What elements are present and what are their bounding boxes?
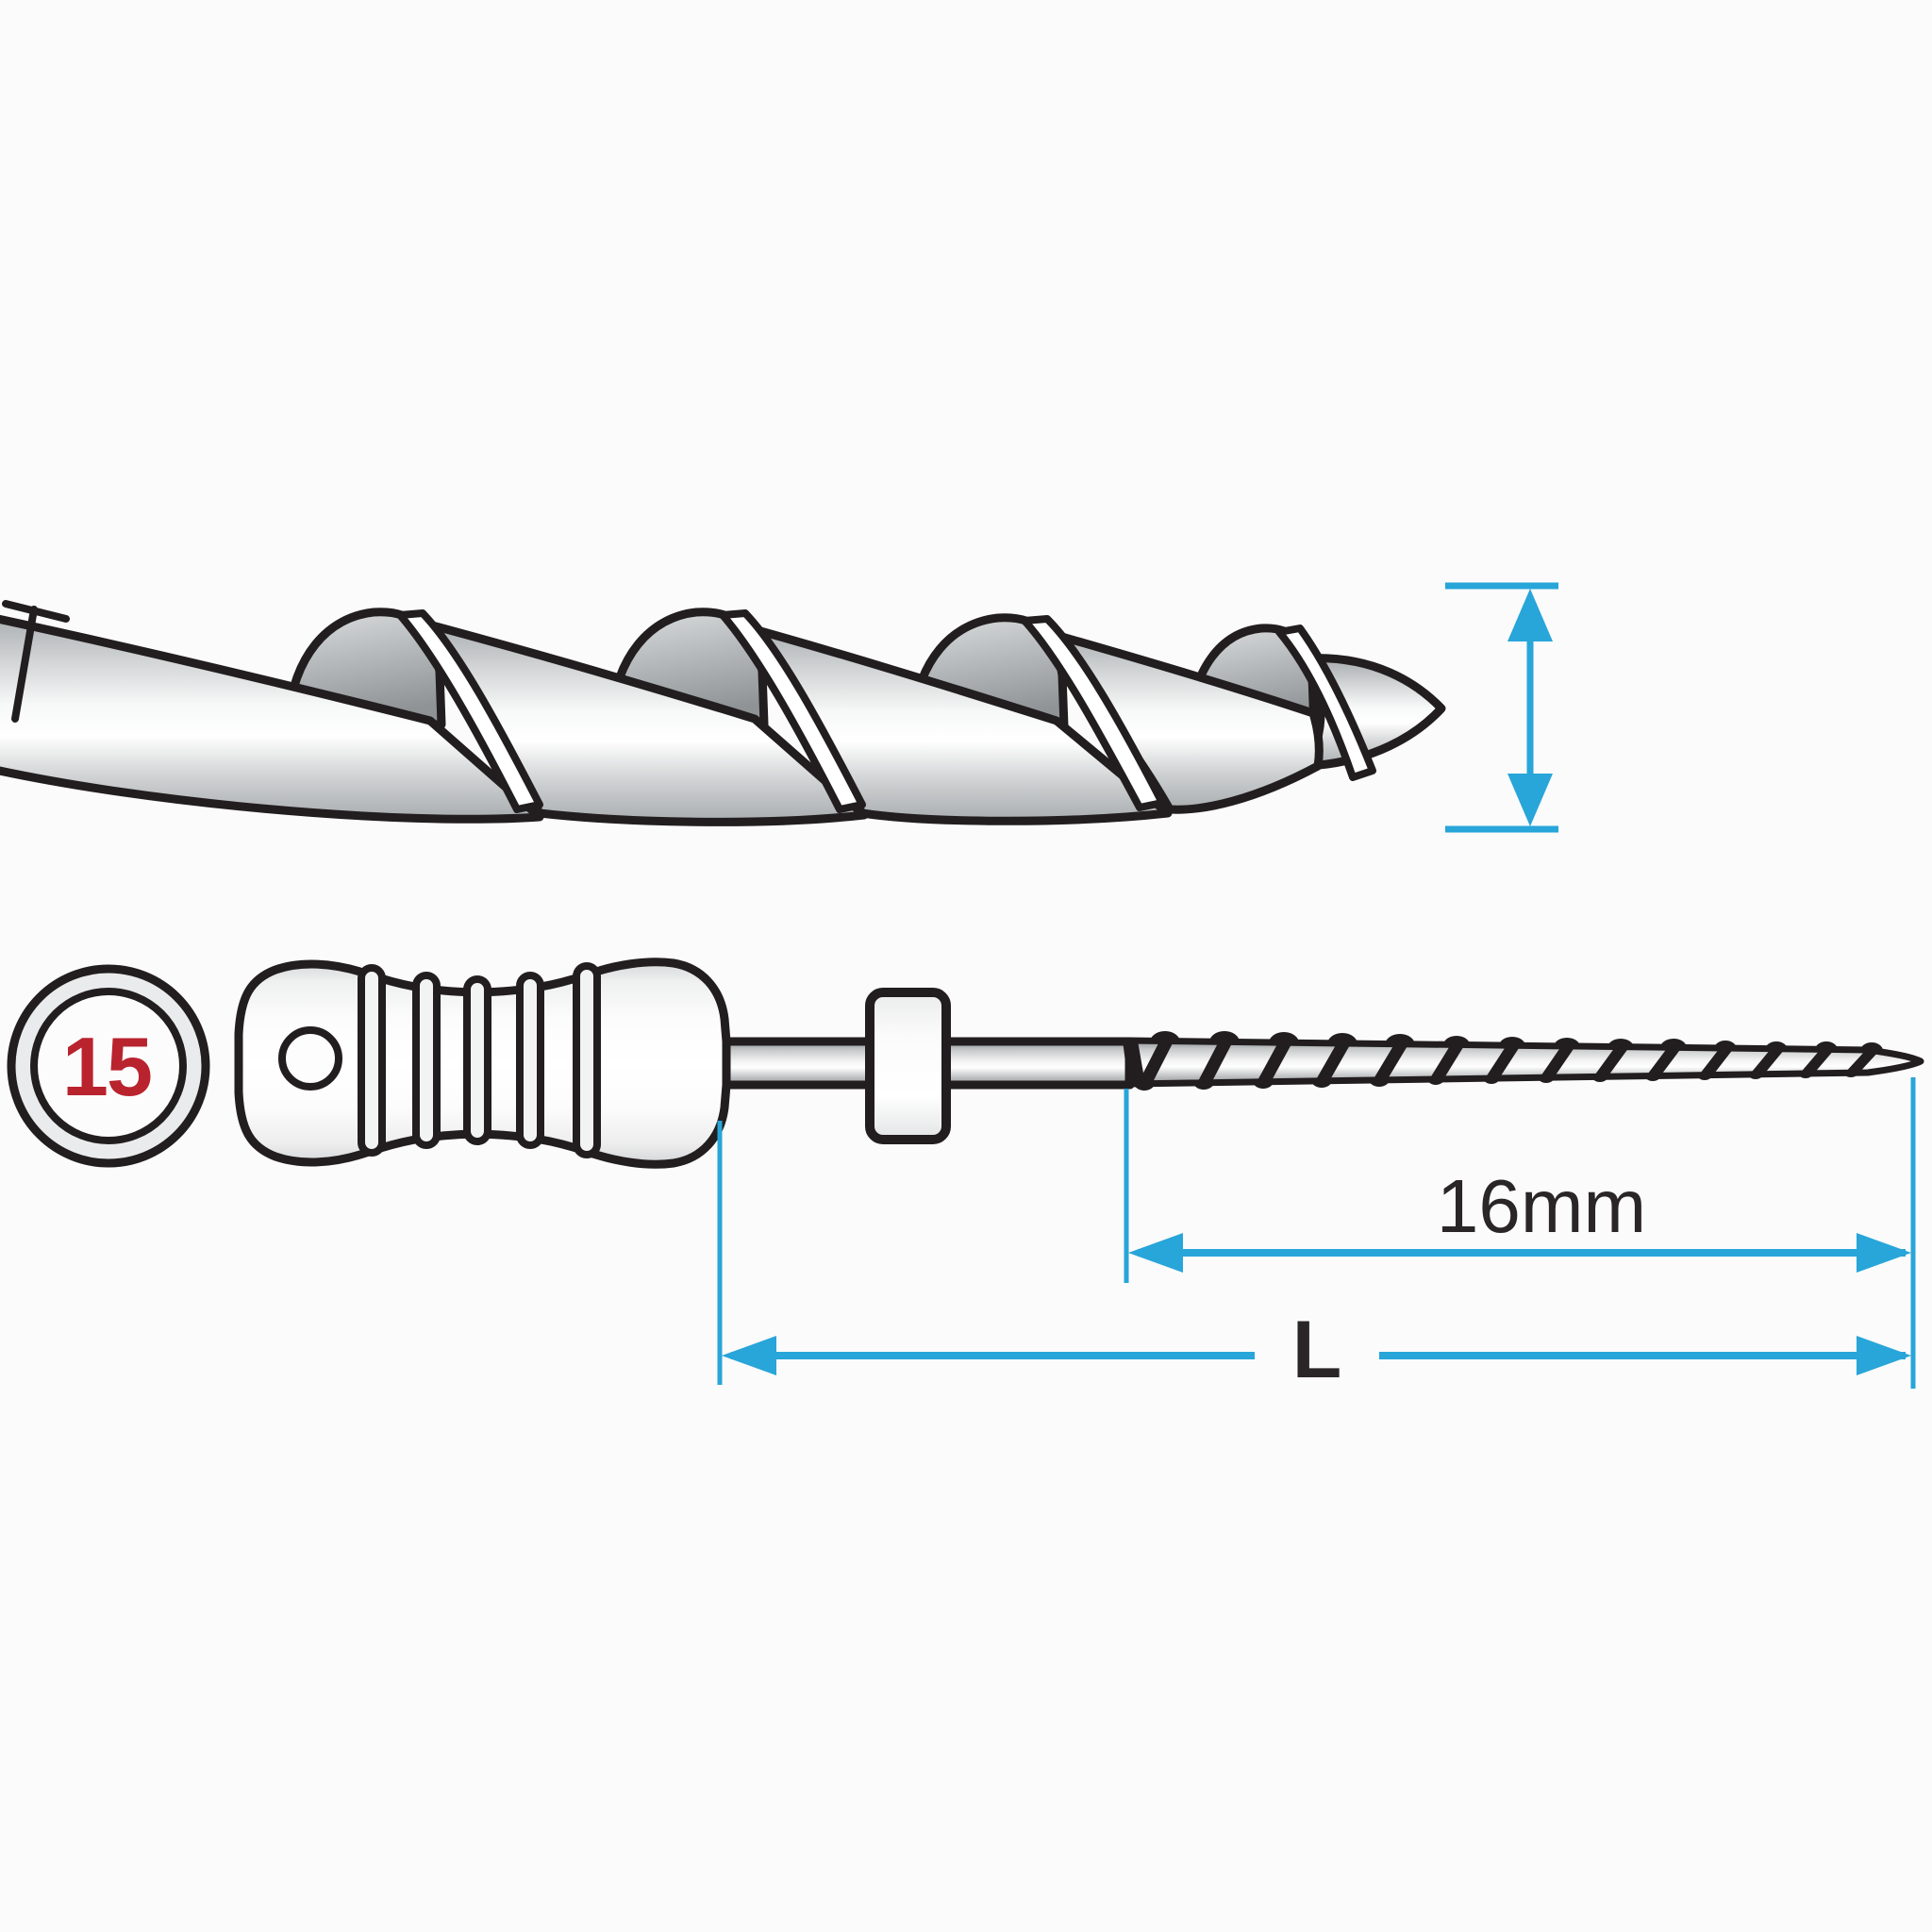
spiral-cut-end <box>2 600 70 723</box>
handle-ring <box>573 962 601 1158</box>
diameter-dimension <box>1445 582 1558 833</box>
handle-hole <box>278 1026 342 1091</box>
flute-tooth <box>1697 1041 1737 1080</box>
arrowhead-left-icon <box>722 1336 776 1375</box>
flute-tooth <box>1253 1032 1299 1089</box>
dimension-16mm: 16mm <box>1124 1077 1916 1389</box>
rubber-stopper <box>865 988 951 1144</box>
handle-ring <box>412 972 441 1149</box>
handle-ring <box>463 975 491 1145</box>
flute-tooth <box>1748 1041 1788 1079</box>
size-badge: 15 <box>7 964 210 1168</box>
flute-tooth <box>1427 1036 1470 1085</box>
spiral-fold-edge <box>719 609 866 813</box>
arrowhead-down-icon <box>1507 774 1553 826</box>
flute-tooth <box>1311 1033 1357 1088</box>
flute-tooth <box>1134 1031 1180 1091</box>
flute-junction <box>1123 1041 1145 1084</box>
file-instrument <box>234 958 1924 1169</box>
spiral-fold-edge <box>396 609 543 813</box>
working-part <box>1123 1031 1924 1091</box>
arrowhead-right-icon <box>1857 1336 1911 1375</box>
flute-tooth <box>1843 1042 1883 1077</box>
flute-tooth <box>1644 1039 1687 1081</box>
dimension-total-length: L <box>717 1121 1911 1395</box>
flute-tooth <box>1798 1041 1838 1078</box>
magnified-spiral-blade-illustration <box>0 600 1446 826</box>
handle-ring <box>358 964 386 1157</box>
flute-tooth <box>1369 1034 1415 1087</box>
total-length-label: L <box>1292 1305 1342 1395</box>
spiral-fold-edge <box>1021 615 1166 811</box>
spiral-fold-edge <box>1275 625 1376 781</box>
handle-ring <box>516 972 544 1149</box>
badge-size-number: 15 <box>62 1020 151 1113</box>
handle <box>234 958 731 1169</box>
flute-tooth <box>1193 1031 1240 1090</box>
flute-tooth <box>1591 1039 1634 1082</box>
arrowhead-right-icon <box>1857 1233 1911 1273</box>
arrowhead-left-icon <box>1128 1233 1183 1273</box>
arrowhead-up-icon <box>1507 589 1553 641</box>
working-length-label: 16mm <box>1437 1164 1646 1248</box>
flute-tooth <box>1538 1038 1580 1083</box>
badge-inner-circle <box>30 988 187 1144</box>
flute-tooth <box>1483 1037 1525 1084</box>
